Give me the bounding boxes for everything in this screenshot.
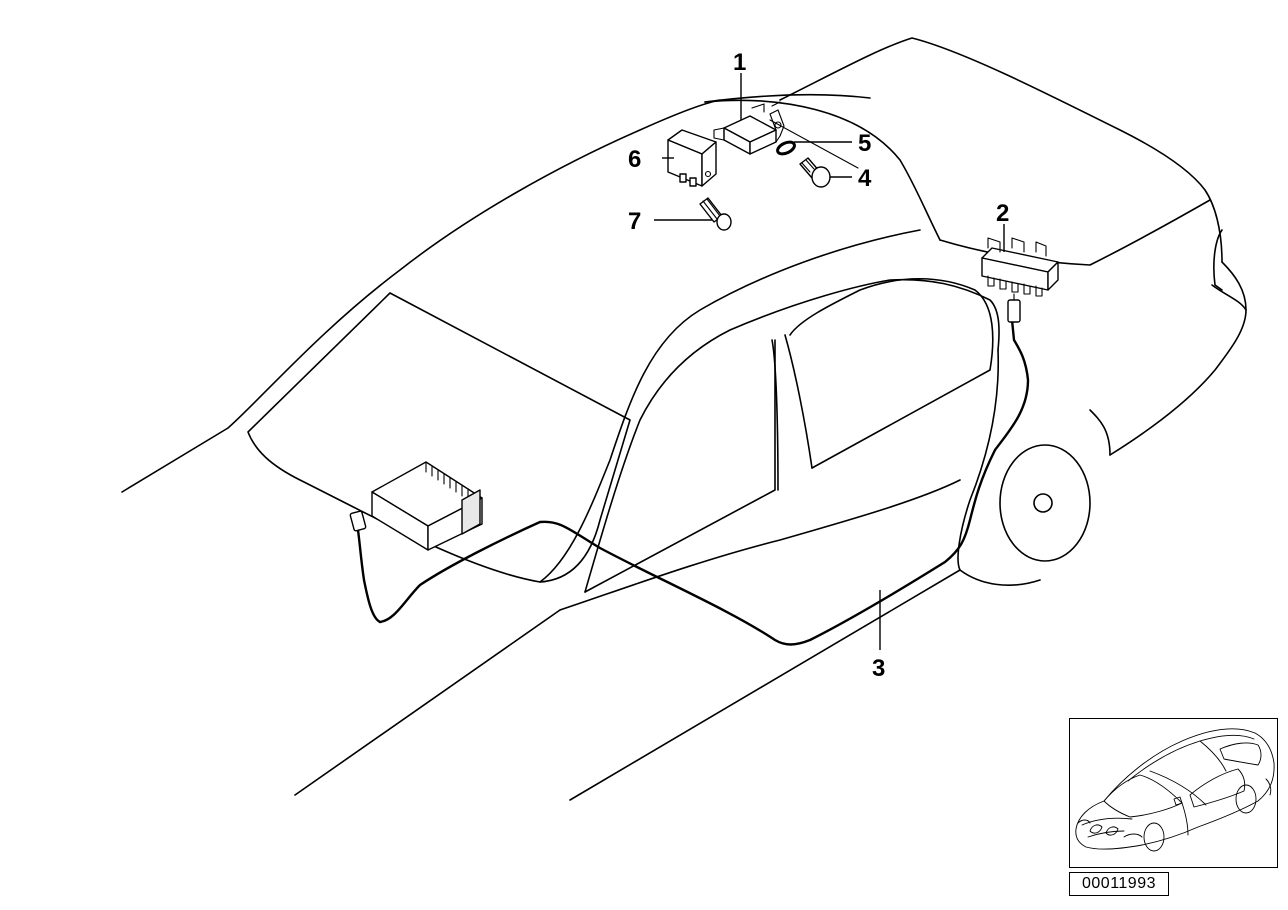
callout-6: 6 (628, 146, 641, 173)
callout-4: 4 (858, 165, 872, 192)
car-body-outline (121, 37, 1247, 801)
callout-1: 1 (733, 49, 746, 76)
overview-thumbnail (1069, 718, 1278, 868)
part-5-ring (776, 140, 796, 156)
part-4-bolt (799, 157, 831, 188)
reference-number: 00011993 (1069, 872, 1169, 896)
part-1-relay-bracket (713, 101, 785, 155)
wiring-harness (349, 293, 1030, 646)
part-2-antenna-amplifier (981, 237, 1059, 297)
callout-3: 3 (872, 655, 885, 682)
car-overview-icon (1075, 728, 1275, 852)
control-unit-box (371, 461, 483, 551)
callout-2: 2 (996, 200, 1009, 227)
part-7-screw (699, 197, 732, 231)
callout-7: 7 (628, 208, 641, 235)
callout-labels: 1 2 3 4 5 6 7 (628, 49, 1009, 682)
part-6-module (667, 129, 717, 187)
callout-leaders (654, 73, 1005, 650)
callout-5: 5 (858, 130, 871, 157)
